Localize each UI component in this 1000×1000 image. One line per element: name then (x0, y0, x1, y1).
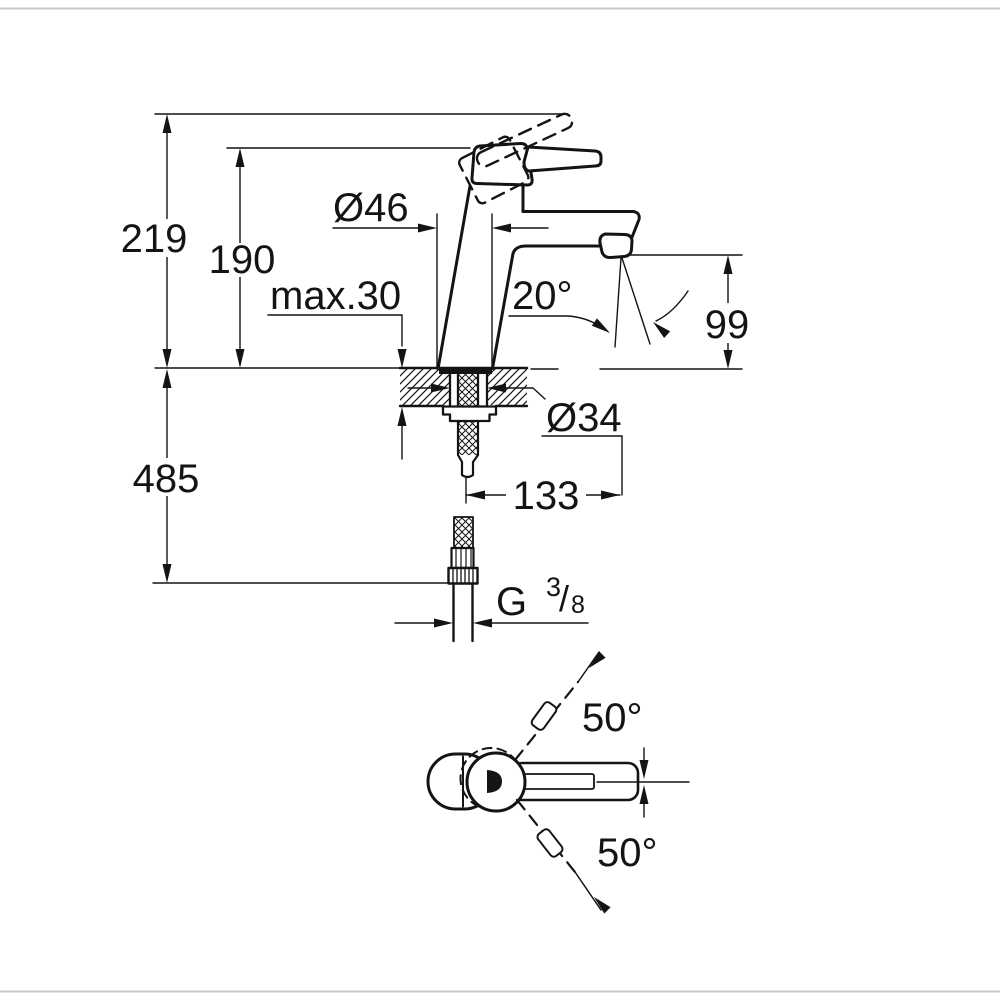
swivel-curved-leader (655, 290, 689, 322)
arrow-d34-right (431, 383, 450, 393)
arrow-d46-left (492, 223, 511, 233)
hose-collar (450, 546, 475, 570)
dim-max-deck-thickness-label: max.30 (270, 274, 401, 318)
arrow-swing-upper (589, 651, 606, 668)
dimension-labels: 219 190 Ø46 max.30 20° 99 Ø34 133 485 G … (121, 186, 750, 624)
plan-view: 50° 50° (426, 651, 690, 914)
plan-arrowheads (589, 651, 649, 914)
thread-size-slash: / (559, 578, 569, 619)
arrow-133-left (466, 490, 485, 500)
thread-size-letter: G (496, 580, 527, 624)
dim-swing-upper-label: 50° (582, 696, 643, 740)
nut-knurls (452, 568, 474, 584)
arrow-swivel-curved (653, 322, 671, 339)
hose-braid-lower (453, 516, 474, 549)
dim-overall-height-label: 219 (121, 217, 188, 261)
page-frame (0, 7, 1000, 993)
dim-spout-reach-label: 133 (513, 474, 580, 518)
head-raised-outline (457, 135, 530, 205)
spout-underside (491, 244, 605, 370)
swing-line-upper-tip (577, 651, 600, 683)
arrow-d46-right (418, 223, 437, 233)
arrowheads (162, 114, 733, 628)
body-left-edge (436, 184, 472, 371)
arrow-485-up (162, 369, 172, 388)
arrow-max30-up (397, 407, 407, 426)
leader-d34-right (503, 387, 546, 400)
stream-line-vertical (614, 257, 622, 348)
dim-outlet-height-label: 99 (705, 303, 750, 347)
swing-line-lower-tip (574, 871, 602, 911)
spout-top-edge (521, 210, 641, 240)
arrow-485-down (162, 564, 172, 583)
stream-line-20deg (621, 257, 651, 345)
hose-collar-ribs (455, 548, 472, 568)
plan-labels: 50° 50° (582, 696, 658, 875)
dim-swing-lower-label: 50° (597, 831, 658, 875)
mounting-nut (441, 405, 498, 423)
arrow-g38-right (434, 618, 453, 628)
arrow-swing-lower (594, 897, 611, 914)
arrow-20deg-leader (591, 318, 610, 333)
lever-raised-outline (475, 112, 574, 168)
arrow-vertex-down (639, 760, 649, 779)
leader-max30 (267, 314, 403, 347)
aerator-outlet (598, 232, 634, 260)
handle-raised-dashed (457, 112, 574, 205)
arrow-99-up (723, 255, 733, 274)
dim-hole-diameter-label: Ø34 (546, 396, 622, 440)
arrow-190-up (235, 148, 245, 167)
hose-tail-upper (456, 419, 480, 479)
lever-pivot-mark (487, 770, 502, 793)
dim-handle-height-label: 190 (209, 238, 276, 282)
faucet-side-view (436, 141, 641, 371)
arrow-max30-down (397, 349, 407, 368)
drawing-art: 219 190 Ø46 max.30 20° 99 Ø34 133 485 G … (112, 112, 754, 914)
mounting-and-hoses (441, 367, 498, 643)
lever-end-lower-position (536, 828, 564, 858)
thread-size-denominator: 8 (571, 591, 585, 619)
arrow-99-down (723, 350, 733, 369)
dim-spout-angle-label: 20° (512, 274, 573, 318)
arrow-g38-left (473, 618, 492, 628)
arrow-219-down (162, 349, 172, 368)
thread-size-numerator: 3 (546, 572, 561, 602)
thread-connection-nut (447, 566, 479, 585)
lever-handle-rest (522, 145, 603, 173)
arrow-d34-left (487, 383, 506, 393)
arrow-219-up (162, 114, 172, 133)
arrow-190-down (235, 349, 245, 368)
arrow-133-right (601, 490, 620, 500)
shank-walls (448, 367, 489, 408)
lever-end-upper-position (530, 701, 558, 731)
arrow-vertex-up (639, 785, 649, 804)
label-backgrounds (112, 219, 754, 513)
dim-body-diameter-label: Ø46 (333, 186, 409, 230)
dim-connection-length-label: 485 (133, 457, 200, 501)
